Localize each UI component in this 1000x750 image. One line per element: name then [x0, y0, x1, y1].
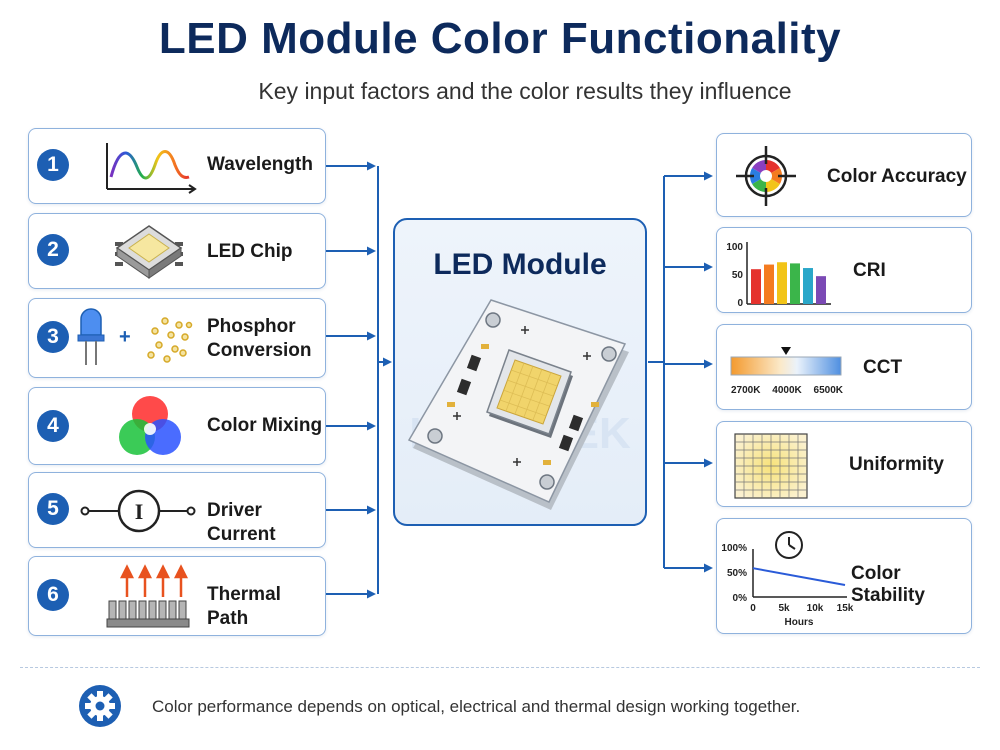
- input-card-driver-current: 5 I Driver Current: [28, 472, 326, 548]
- output-label: Color Accuracy: [827, 166, 967, 187]
- rgb-venn-icon: [119, 396, 181, 455]
- input-label: Driver Current: [207, 500, 276, 545]
- input-label: Phosphor Conversion: [207, 316, 312, 361]
- stability-y-tick: 50%: [727, 568, 747, 579]
- output-card-cct: 2700K 4000K 6500K CCT: [716, 324, 972, 410]
- page-subtitle: Key input factors and the color results …: [258, 78, 792, 104]
- cri-bar: [790, 263, 800, 304]
- cct-gradient-icon: 2700K 4000K 6500K: [730, 347, 844, 396]
- output-card-cri: 100 50 0 CRI: [716, 227, 972, 313]
- svg-text:I: I: [135, 499, 144, 524]
- step-number-badge: 6: [37, 579, 69, 611]
- step-number-badge: 2: [37, 234, 69, 266]
- stability-x-tick: 5k: [778, 603, 790, 614]
- svg-text:+: +: [119, 326, 131, 348]
- led-chip-icon: [115, 225, 183, 279]
- stability-x-tick: 10k: [807, 603, 824, 614]
- spectrum-wave-icon: [106, 143, 197, 194]
- footer-divider: [20, 667, 980, 668]
- input-card-thermal-path: 6 Thermal Path: [28, 556, 326, 636]
- led-module-board-icon: KINGLTEK: [407, 299, 631, 510]
- output-label: CRI: [853, 260, 886, 281]
- cct-label: 6500K: [814, 385, 844, 396]
- cri-bar: [777, 262, 787, 304]
- step-number-badge: 1: [37, 149, 69, 181]
- cri-bar-chart-icon: 100 50 0: [726, 242, 831, 308]
- stability-x-tick: 0: [750, 603, 756, 614]
- footer-note: Color performance depends on optical, el…: [152, 697, 801, 716]
- step-number-badge: 4: [37, 410, 69, 442]
- stability-x-label: Hours: [785, 617, 814, 628]
- cct-label: 4000K: [772, 385, 802, 396]
- step-number-badge: 5: [37, 493, 69, 525]
- output-card-uniformity: Uniformity: [716, 421, 972, 507]
- stability-y-tick: 0%: [733, 593, 748, 604]
- input-label: LED Chip: [207, 241, 293, 262]
- input-card-wavelength: 1 Wavelength: [28, 128, 326, 204]
- color-target-icon: [736, 146, 796, 206]
- output-card-color-accuracy: Color Accuracy: [716, 133, 972, 217]
- led-plus-phosphor-icon: +: [77, 308, 193, 365]
- input-card-color-mixing: 4 Color Mixing: [28, 387, 326, 465]
- stability-x-tick: 15k: [837, 603, 854, 614]
- cri-bar: [751, 269, 761, 304]
- output-label: Uniformity: [849, 454, 944, 475]
- input-card-led-chip: 2 LED Chip: [28, 213, 326, 289]
- heatsink-icon: [106, 564, 190, 628]
- cri-bar: [816, 276, 826, 304]
- cri-tick-label: 50: [732, 270, 744, 281]
- cri-tick-label: 100: [726, 242, 743, 253]
- gear-icon: [79, 685, 121, 727]
- output-card-color-stability: 100% 50% 0% 0 5k 10k 15k Hours Color Sta…: [716, 518, 972, 634]
- cct-label: 2700K: [731, 385, 761, 396]
- current-symbol-icon: I: [80, 489, 196, 533]
- cri-tick-label: 0: [737, 298, 743, 308]
- input-card-phosphor: 3 + Phosphor Conversion: [28, 298, 326, 378]
- stability-chart-icon: 100% 50% 0% 0 5k 10k 15k Hours: [721, 531, 854, 628]
- cri-bar: [803, 268, 813, 304]
- output-label: CCT: [863, 357, 903, 378]
- led-module-box: LED Module KINGLTEK: [393, 218, 647, 526]
- stability-y-tick: 100%: [721, 543, 747, 554]
- page-title: LED Module Color Functionality: [158, 14, 842, 63]
- input-label: Color Mixing: [207, 415, 323, 436]
- output-label: Color Stability: [851, 563, 925, 606]
- cri-bar: [764, 264, 774, 304]
- stability-trend-line: [752, 567, 846, 586]
- input-label: Wavelength: [207, 154, 313, 175]
- input-label: Thermal Path: [207, 584, 281, 629]
- uniformity-grid-icon: [734, 433, 808, 499]
- cct-marker: [781, 347, 791, 355]
- step-number-badge: 3: [37, 321, 69, 353]
- led-module-title: LED Module: [433, 248, 607, 281]
